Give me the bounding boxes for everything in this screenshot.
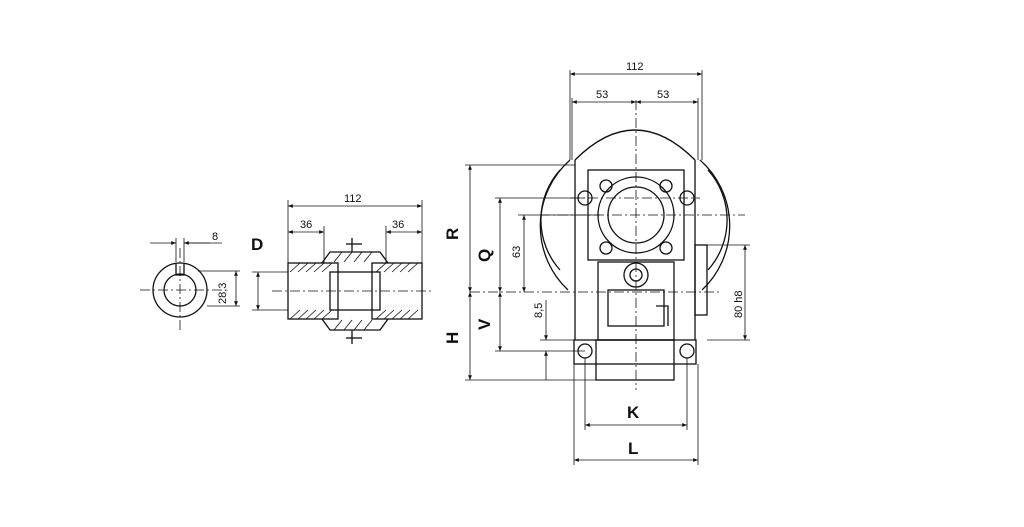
gearbox-front-view [470, 100, 745, 390]
key-width-label: 8 [212, 231, 218, 243]
dim-letter-h: H [443, 332, 462, 344]
shaft-right-length: 36 [392, 219, 404, 231]
shaft-left-length: 36 [300, 219, 312, 231]
dim-letter-q: Q [475, 249, 494, 262]
hub-height-label: 28,3 [217, 283, 229, 304]
gearbox-half-left: 53 [596, 89, 608, 101]
gearbox-top-dimensions [569, 70, 703, 160]
hub-end-view [140, 238, 240, 330]
gearbox-bottom-dimensions [573, 358, 699, 465]
dim-letter-v: V [475, 318, 494, 330]
gearbox-right-dimensions [707, 244, 750, 341]
gearbox-lower-offset: 8,5 [533, 303, 545, 318]
dim-letter-l: L [628, 439, 638, 458]
shaft-total-length: 112 [344, 193, 362, 205]
gearbox-left-dimensions [465, 164, 600, 381]
gearbox-half-right: 53 [657, 89, 669, 101]
gearbox-upper-height: 63 [511, 246, 523, 258]
diameter-label-d: D [251, 235, 263, 254]
gearbox-pilot-diameter: 80 h8 [733, 290, 745, 318]
dim-letter-r: R [443, 228, 462, 240]
shaft-side-view [252, 200, 432, 344]
dim-letter-k: K [627, 403, 640, 422]
gearbox-total-width: 112 [626, 61, 644, 73]
